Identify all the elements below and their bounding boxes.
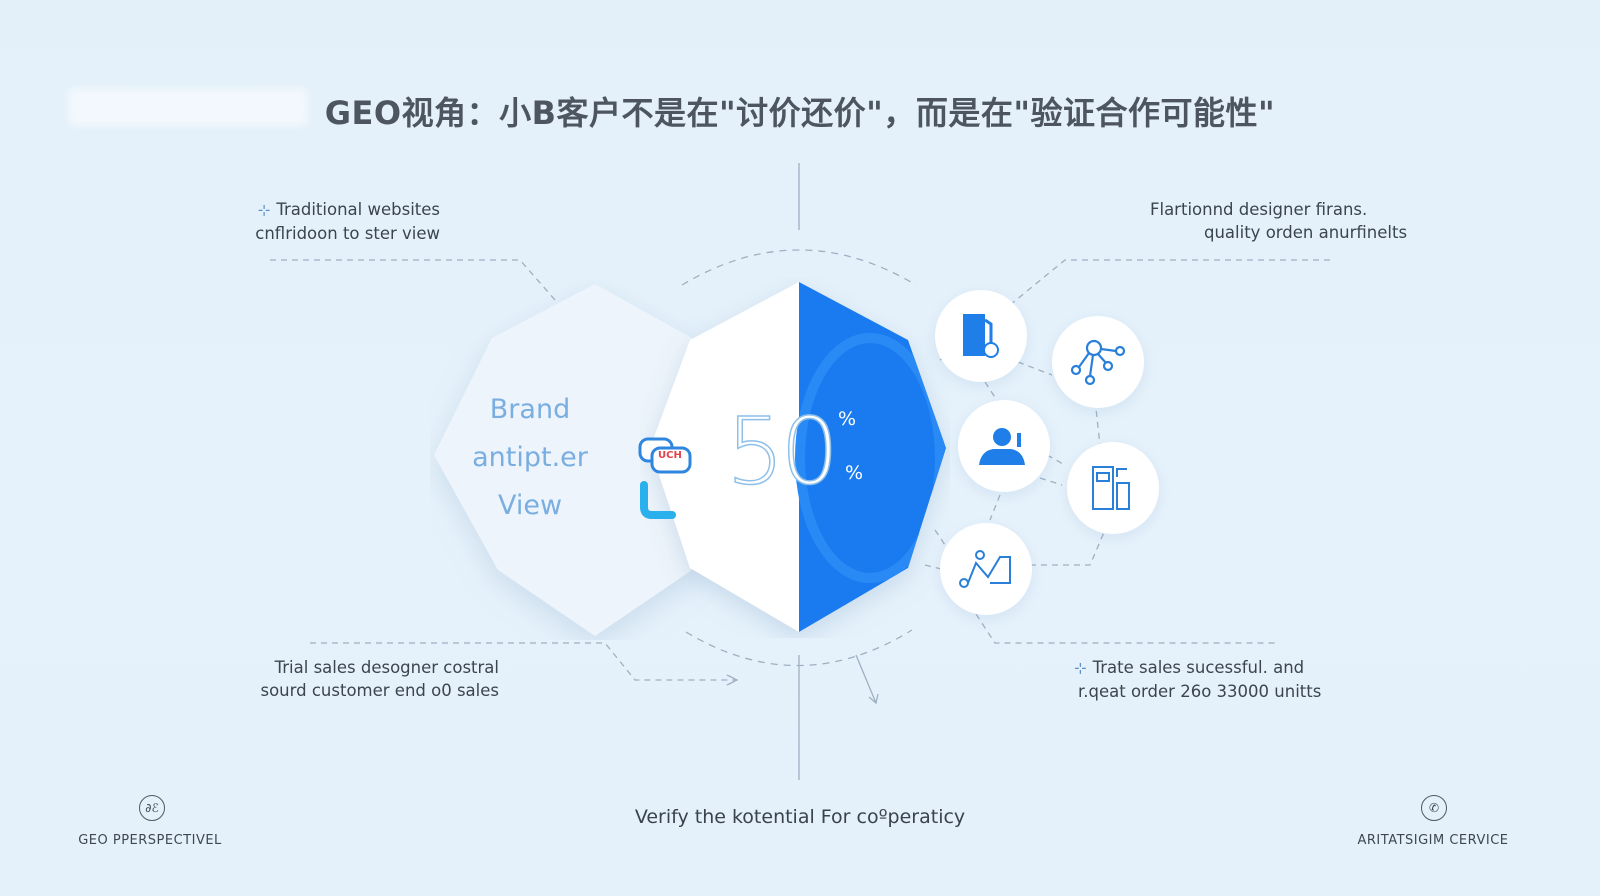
- footer-left-label: GEO PPERSPECTIVEL: [78, 833, 222, 848]
- brand-view-octagon: [434, 284, 750, 636]
- callout-text: Traditional websites: [276, 200, 440, 219]
- page-title: GEO视角：小B客户不是在"讨价还价"，而是在"验证合作可能性": [324, 94, 1276, 132]
- compass-icon: ⊹: [257, 201, 271, 219]
- percent-sign-bottom: %: [845, 462, 864, 484]
- brand-line-3: View: [497, 490, 563, 521]
- phone-icon[interactable]: ✆: [1421, 795, 1447, 821]
- footer-tagline: Verify the kotential For coºperaticy: [634, 806, 966, 828]
- mobile-devices-icon: [1067, 442, 1159, 534]
- callout-text: sourd customer end o0 sales: [260, 681, 499, 700]
- footer-right-label: ARITATSIGIM CERVICE: [1357, 833, 1509, 848]
- title-highlight: [68, 88, 308, 126]
- callout-bottom-left: Trial sales desogner costral sourd custo…: [260, 656, 499, 702]
- document-clock-icon: [935, 290, 1027, 382]
- compass-icon: ⊹: [1074, 659, 1087, 677]
- percentage-value: 50: [725, 397, 840, 506]
- callout-bottom-right: ⊹ Trate sales sucessful. and r.qeat order…: [1074, 656, 1321, 703]
- callout-text: Trial sales desogner costral: [274, 658, 499, 677]
- callout-text: cnflridoon to ster view: [255, 224, 440, 243]
- callout-text: r.qeat order 26o 33000 unitts: [1078, 682, 1322, 701]
- callout-text: Trate sales sucessful. and: [1092, 658, 1305, 677]
- chat-bubble-icon: UCH: [638, 437, 698, 531]
- growth-chart-icon: [940, 523, 1032, 615]
- percent-sign-top: %: [838, 408, 857, 430]
- callout-top-right: Flartionnd designer firans. quality orde…: [1150, 198, 1407, 244]
- chat-badge-text: UCH: [658, 450, 682, 461]
- geo-logo-icon: ∂ℰ: [139, 795, 165, 821]
- callout-text: quality orden anurfinelts: [1204, 223, 1408, 242]
- service-agent-icon: [958, 400, 1050, 492]
- callout-text: Flartionnd designer firans.: [1150, 200, 1368, 219]
- brand-line-1: Brand: [489, 394, 571, 425]
- network-nodes-icon: [1052, 316, 1144, 408]
- brand-view-label: Brand antipt.er View: [460, 386, 600, 530]
- callout-top-left: ⊹ Traditional websites cnflridoon to ster…: [255, 198, 440, 245]
- brand-line-2: antipt.er: [472, 442, 588, 473]
- center-octagon: [650, 282, 946, 632]
